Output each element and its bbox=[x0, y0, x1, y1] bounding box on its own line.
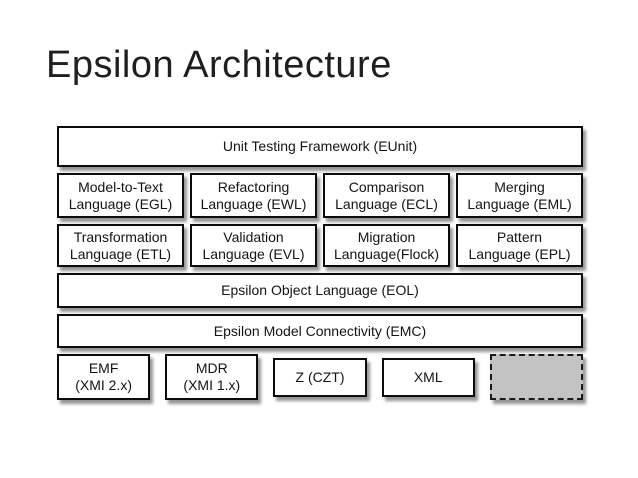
box-etl-line2: Language (ETL) bbox=[69, 245, 172, 262]
box-emf-line1: EMF bbox=[88, 360, 119, 376]
box-egl-line1: Model-to-Text bbox=[78, 178, 163, 195]
box-ecl: Comparison Language (ECL) bbox=[323, 173, 450, 218]
row-text-languages: Model-to-Text Language (EGL) Refactoring… bbox=[57, 173, 583, 218]
box-emf: EMF (XMI 2.x) bbox=[57, 354, 151, 400]
box-eol: Epsilon Object Language (EOL) bbox=[57, 273, 583, 308]
box-ewl-line1: Refactoring bbox=[217, 178, 290, 195]
box-epl-line1: Pattern bbox=[496, 228, 543, 245]
row-task-languages: Transformation Language (ETL) Validation… bbox=[57, 224, 583, 267]
box-flock: Migration Language(Flock) bbox=[323, 224, 450, 267]
box-mdr-line2: (XMI 1.x) bbox=[183, 377, 241, 393]
box-ecl-line1: Comparison bbox=[348, 178, 425, 195]
box-evl-line2: Language (EVL) bbox=[202, 245, 305, 262]
box-eunit: Unit Testing Framework (EUnit) bbox=[57, 126, 583, 167]
box-etl-line1: Transformation bbox=[73, 228, 168, 245]
box-xml: XML bbox=[381, 357, 475, 397]
box-eml-line2: Language (EML) bbox=[467, 195, 572, 212]
box-emc: Epsilon Model Connectivity (EMC) bbox=[57, 314, 583, 348]
box-etl: Transformation Language (ETL) bbox=[57, 224, 184, 267]
row-eol: Epsilon Object Language (EOL) bbox=[57, 273, 583, 308]
row-unit-testing: Unit Testing Framework (EUnit) bbox=[57, 126, 583, 167]
slide-title: Epsilon Architecture bbox=[46, 44, 392, 86]
box-epl-line2: Language (EPL) bbox=[468, 245, 571, 262]
box-evl-line1: Validation bbox=[223, 228, 284, 245]
box-czt: Z (CZT) bbox=[273, 357, 367, 397]
row-emc: Epsilon Model Connectivity (EMC) bbox=[57, 314, 583, 348]
box-mdr: MDR (XMI 1.x) bbox=[165, 354, 259, 400]
box-emc-label: Epsilon Model Connectivity (EMC) bbox=[213, 322, 427, 339]
box-egl-line2: Language (EGL) bbox=[68, 195, 173, 212]
box-placeholder-dashed bbox=[489, 354, 584, 400]
box-eml: Merging Language (EML) bbox=[456, 173, 583, 218]
box-egl: Model-to-Text Language (EGL) bbox=[57, 173, 184, 218]
box-ewl-line2: Language (EWL) bbox=[200, 195, 307, 212]
box-eol-label: Epsilon Object Language (EOL) bbox=[221, 282, 419, 298]
box-ecl-line2: Language (ECL) bbox=[335, 195, 438, 212]
row-model-technologies: EMF (XMI 2.x) MDR (XMI 1.x) Z (CZT) XML bbox=[57, 354, 584, 400]
box-evl: Validation Language (EVL) bbox=[190, 224, 317, 267]
box-flock-line1: Migration bbox=[357, 228, 416, 245]
epsilon-architecture-diagram: Unit Testing Framework (EUnit) Model-to-… bbox=[57, 126, 584, 400]
box-eunit-label: Unit Testing Framework (EUnit) bbox=[222, 138, 418, 154]
box-ewl: Refactoring Language (EWL) bbox=[190, 173, 317, 218]
box-emf-line2: (XMI 2.x) bbox=[75, 377, 132, 393]
box-czt-label: Z (CZT) bbox=[295, 368, 345, 385]
box-flock-line2: Language(Flock) bbox=[333, 245, 440, 262]
box-mdr-line1: MDR bbox=[195, 360, 228, 376]
box-eml-line1: Merging bbox=[494, 178, 545, 195]
box-epl: Pattern Language (EPL) bbox=[456, 224, 583, 267]
box-xml-label: XML bbox=[413, 368, 443, 385]
